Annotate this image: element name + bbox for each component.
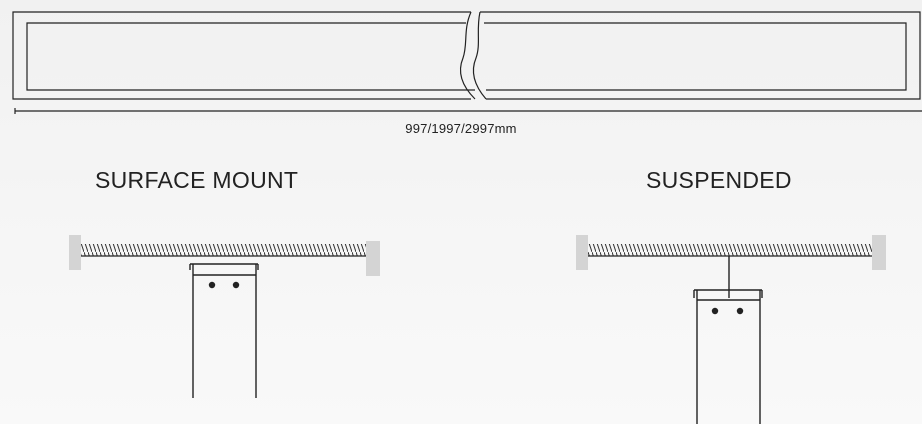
profile-left-inner: [26, 22, 475, 91]
break-line-left: [460, 11, 476, 100]
profile-left-outer: [12, 11, 471, 100]
ceiling-hatch: [588, 244, 872, 256]
suspended-title: SUSPENDED: [646, 167, 792, 193]
ceiling-wall-right: [366, 241, 380, 276]
ceiling-wall-left: [576, 235, 588, 270]
profile-right-outer: [480, 11, 921, 100]
profile-right-inner: [484, 22, 907, 91]
screw-dot-left: [711, 307, 719, 315]
screw-dot-left: [208, 281, 216, 289]
surface-mount-title: SURFACE MOUNT: [95, 167, 299, 193]
screw-dot-right: [736, 307, 744, 315]
suspended-detail: [576, 235, 886, 424]
dimension-label: 997/1997/2997mm: [405, 121, 517, 136]
luminaire-profile: [12, 11, 921, 100]
ceiling-wall-right: [872, 235, 886, 270]
surface-mount-detail: [69, 235, 380, 398]
ceiling-wall-left: [69, 235, 81, 270]
screw-dot-right: [232, 281, 240, 289]
ceiling-hatch: [81, 244, 366, 256]
break-line-right: [472, 11, 487, 100]
